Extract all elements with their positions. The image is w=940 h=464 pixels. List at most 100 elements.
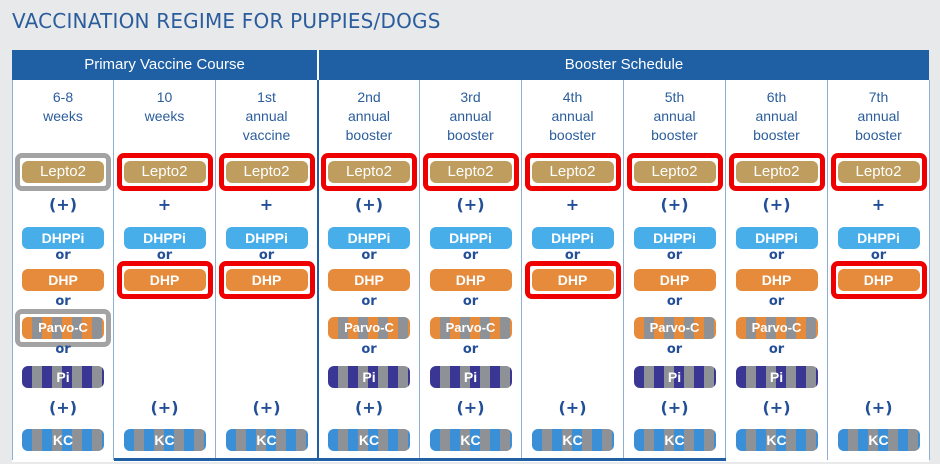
parvo-vaccine-pill: Parvo-C (22, 317, 104, 339)
kc-vaccine-pill: KC (22, 429, 104, 451)
plus-optional-icon: (+) (558, 398, 587, 417)
plus-icon: + (157, 195, 172, 214)
lepto-label: Lepto2 (855, 163, 902, 180)
dhp-vaccine-pill: DHP (123, 269, 206, 291)
lepto-highlight-box (321, 153, 417, 191)
plus-icon: (+) (354, 195, 384, 214)
kc-label: KC (868, 432, 889, 448)
or-label: or (55, 248, 71, 263)
lepto-label: Lepto2 (651, 163, 698, 180)
dhppi-vaccine-pill: DHPPi (429, 227, 512, 249)
lepto-vaccine-pill: Lepto2 (531, 161, 614, 183)
plus-optional-icon: (+) (762, 398, 791, 417)
table-bottom-border (114, 458, 726, 461)
plus-optional-icon: (+) (150, 398, 179, 417)
pi-label: Pi (56, 369, 70, 385)
plus-icon: (+) (762, 195, 791, 214)
dhppi-vaccine-pill: DHPPi (123, 227, 206, 249)
plus-optional-icon: (+) (252, 398, 281, 417)
or-label: or (361, 294, 377, 309)
kc-vaccine-pill: KC (123, 429, 206, 451)
plus-icon: (+) (660, 195, 689, 214)
column-header-line: weeks (144, 108, 185, 124)
dhp-label: DHP (48, 272, 78, 288)
section-divider (317, 50, 319, 80)
pi-vaccine-pill: Pi (22, 366, 104, 388)
lepto-vaccine-pill: Lepto2 (225, 161, 308, 183)
column-header-line: 1st (257, 89, 276, 105)
kc-vaccine-pill: KC (531, 429, 614, 451)
or-label: or (564, 248, 581, 263)
plus-optional-icon: (+) (354, 398, 384, 417)
pi-label: Pi (769, 369, 784, 385)
column-header-line: booster (549, 127, 596, 143)
lepto-vaccine-pill: Lepto2 (633, 161, 716, 183)
plus-icon: + (259, 195, 274, 214)
or-label: or (768, 248, 785, 263)
dhp-vaccine-pill: DHP (735, 269, 818, 291)
dhp-label: DHP (354, 272, 384, 288)
pi-label: Pi (463, 369, 478, 385)
dhp-label: DHP (251, 272, 282, 288)
column-header-line: vaccine (242, 127, 291, 143)
parvo-vaccine-pill: Parvo-C (735, 317, 818, 339)
column-header-line: 10 (156, 89, 173, 105)
or-label: or (768, 294, 785, 309)
lepto-highlight-box (830, 153, 927, 191)
parvo-vaccine-pill: Parvo-C (633, 317, 716, 339)
dhppi-vaccine-pill: DHPPi (735, 227, 818, 249)
section-header-primary: Primary Vaccine Course (12, 50, 317, 80)
parvo-label: Parvo-C (344, 320, 394, 335)
plus-icon: + (871, 195, 886, 214)
parvo-label: Parvo-C (445, 320, 496, 335)
kc-vaccine-pill: KC (633, 429, 716, 451)
kc-label: KC (460, 432, 481, 448)
dhp-vaccine-pill: DHP (531, 269, 614, 291)
lepto-highlight-box (15, 153, 111, 191)
column-header-line: 6th (766, 89, 787, 105)
dhp-vaccine-pill: DHP (225, 269, 308, 291)
column-header-line: booster (651, 127, 698, 143)
dhppi-label: DHPPi (41, 230, 85, 246)
column-header-line: booster (855, 127, 902, 143)
or-label: or (55, 342, 71, 357)
pi-vaccine-pill: Pi (633, 366, 716, 388)
lepto-highlight-box (116, 153, 213, 191)
column-header-line: booster (753, 127, 800, 143)
column-header-line: 4th (562, 89, 583, 105)
column-header-line: booster (345, 127, 393, 143)
parvo-label: Parvo-C (38, 320, 88, 335)
kc-label: KC (154, 432, 175, 448)
pi-vaccine-pill: Pi (735, 366, 818, 388)
column-header-line: booster (447, 127, 494, 143)
column-header-line: annual (551, 108, 594, 124)
kc-vaccine-pill: KC (735, 429, 818, 451)
kc-label: KC (562, 432, 583, 448)
parvo-label: Parvo-C (751, 320, 802, 335)
lepto-vaccine-pill: Lepto2 (429, 161, 512, 183)
lepto-highlight-box (218, 153, 315, 191)
parvo-vaccine-pill: Parvo-C (429, 317, 512, 339)
dhp-highlight-box (830, 261, 927, 299)
or-label: or (361, 342, 377, 357)
lepto-label: Lepto2 (549, 163, 596, 180)
dhppi-label: DHPPi (857, 230, 900, 246)
dhppi-label: DHPPi (347, 230, 391, 246)
column-header: 4th annual booster (522, 88, 623, 145)
plus-optional-icon: (+) (864, 398, 893, 417)
or-label: or (666, 248, 683, 263)
or-label: or (462, 248, 479, 263)
dhppi-label: DHPPi (449, 230, 492, 246)
column-header-line: 7th (868, 89, 889, 105)
or-label: or (55, 294, 71, 309)
dhppi-vaccine-pill: DHPPi (225, 227, 308, 249)
or-label: or (156, 248, 173, 263)
dhppi-label: DHPPi (245, 230, 288, 246)
